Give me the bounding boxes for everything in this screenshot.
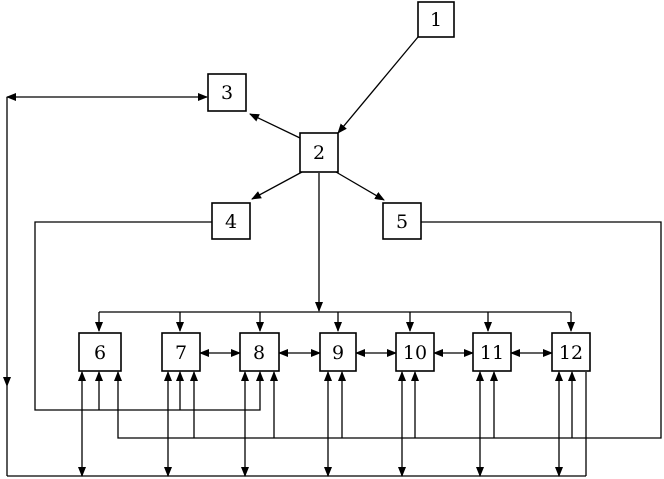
block-7: 7 bbox=[161, 332, 201, 372]
loop-4-8 bbox=[34, 221, 264, 411]
block-4: 4 bbox=[211, 202, 251, 240]
edge-2-4 bbox=[251, 171, 303, 200]
block-3: 3 bbox=[207, 73, 247, 112]
block-11: 11 bbox=[472, 332, 512, 372]
block-11-label: 11 bbox=[480, 342, 504, 364]
block-9: 9 bbox=[319, 332, 357, 372]
block-10-label: 10 bbox=[403, 342, 427, 364]
block-12-label: 12 bbox=[559, 342, 583, 364]
block-12: 12 bbox=[551, 332, 591, 372]
block-3-label: 3 bbox=[221, 82, 233, 104]
block-7-label: 7 bbox=[175, 342, 187, 364]
loop-5-6 bbox=[114, 221, 662, 439]
block-2-label: 2 bbox=[313, 142, 325, 164]
edge-2-3 bbox=[249, 113, 301, 139]
edge-1-2 bbox=[337, 36, 419, 134]
block-5-label: 5 bbox=[396, 211, 408, 233]
block-8-label: 8 bbox=[253, 342, 265, 364]
block-1: 1 bbox=[417, 1, 455, 38]
block-4-label: 4 bbox=[225, 211, 237, 233]
edge-2-5 bbox=[335, 171, 385, 201]
block-6: 6 bbox=[78, 332, 122, 372]
block-8: 8 bbox=[239, 332, 280, 372]
block-10: 10 bbox=[395, 332, 435, 372]
blocks: 1 2 3 4 5 6 7 8 bbox=[78, 1, 591, 372]
block-6-label: 6 bbox=[94, 342, 106, 364]
block-1-label: 1 bbox=[430, 9, 442, 31]
block-9-label: 9 bbox=[332, 342, 344, 364]
connectors bbox=[3, 36, 662, 477]
block-5: 5 bbox=[382, 202, 422, 240]
block-2: 2 bbox=[299, 132, 339, 173]
